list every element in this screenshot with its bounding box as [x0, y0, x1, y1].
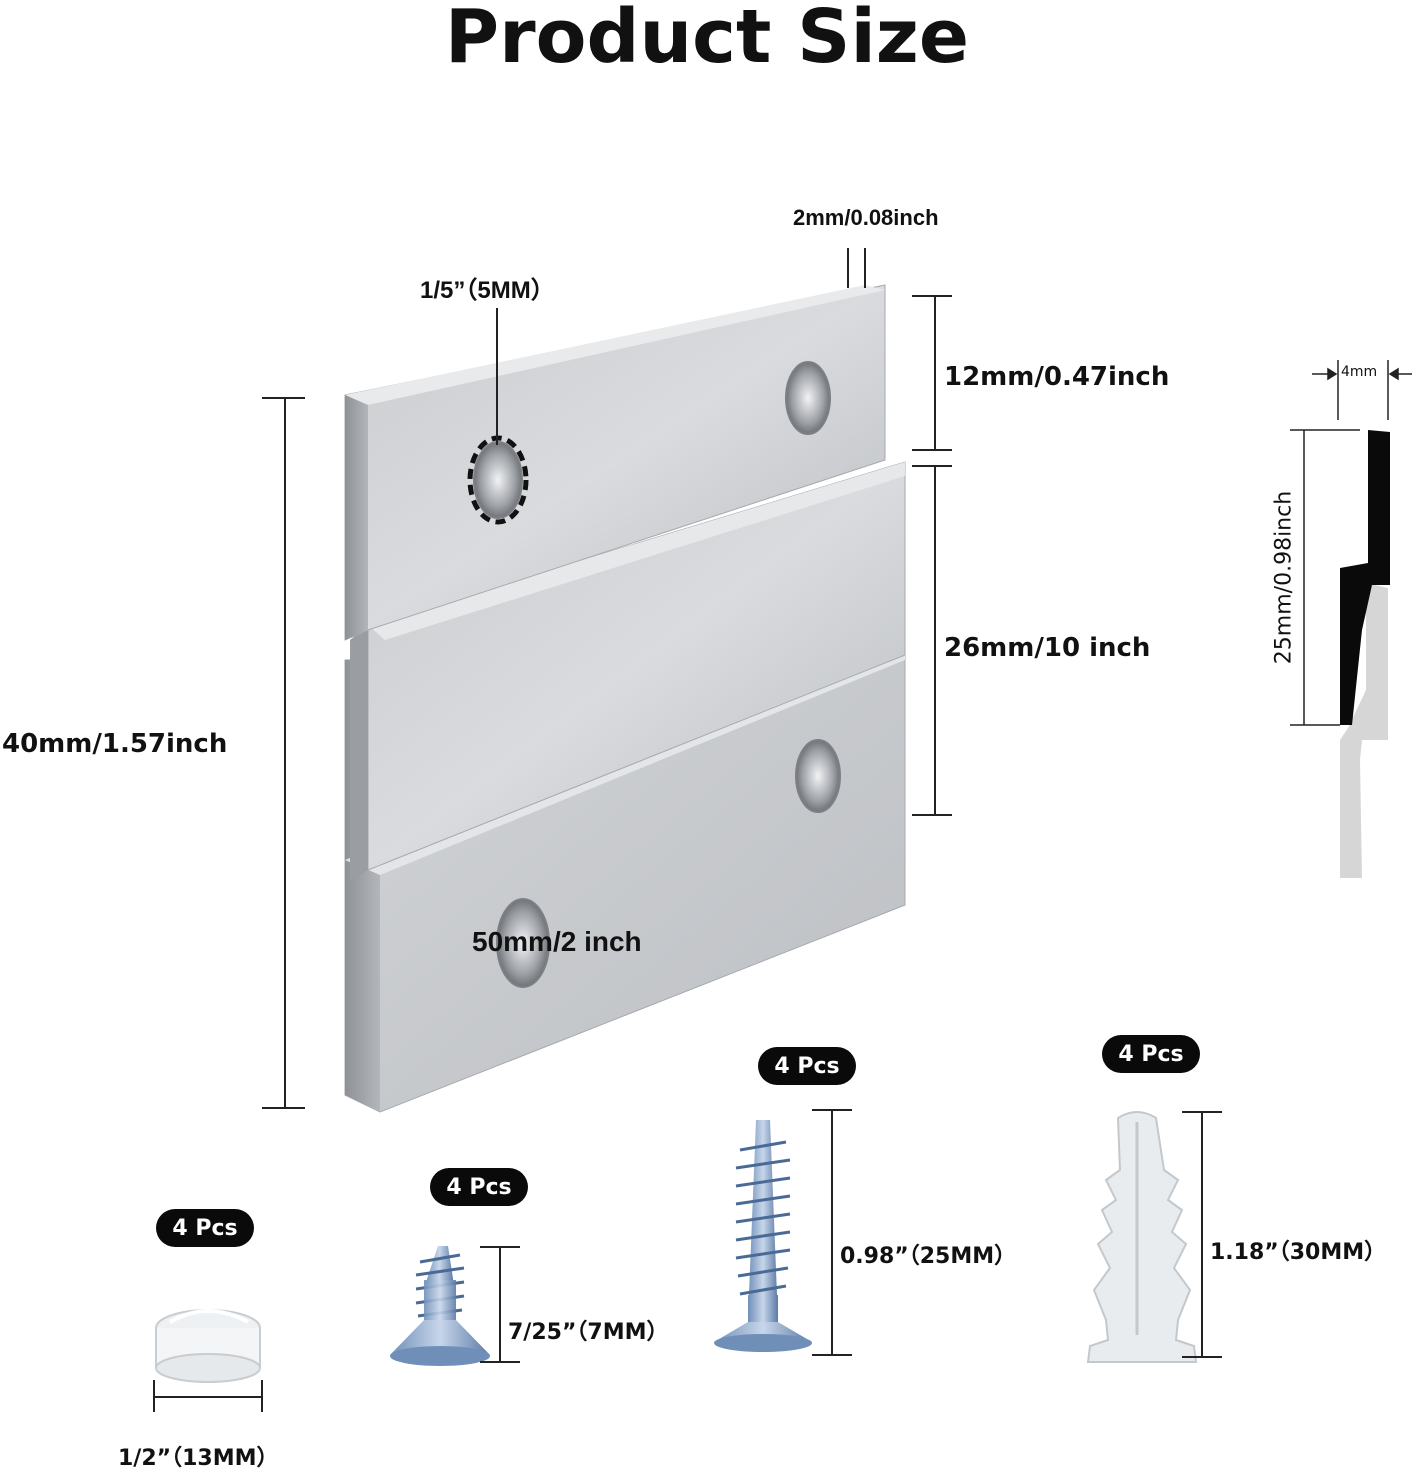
z-bracket — [344, 284, 906, 1113]
short-screw-size-label: 7/25”（7MM） — [508, 1320, 669, 1345]
bumper-size-label: 1/2”（13MM） — [118, 1446, 279, 1471]
profile-view — [1290, 360, 1412, 878]
bumper-dimension — [153, 1380, 263, 1412]
profile-height-label: 25mm/0.98inch — [1271, 490, 1297, 665]
hole-diameter-label: 1/5”（5MM） — [420, 277, 555, 304]
bracket-upper-top — [345, 285, 885, 405]
profile-gap-label: 4mm — [1341, 364, 1378, 380]
bracket-middle-side — [350, 625, 368, 880]
long-screw-qty-badge: 4 Pcs — [758, 1047, 856, 1085]
long-screw-dimension — [812, 1109, 852, 1356]
long-screw-image — [714, 1120, 812, 1352]
profile-gray-part — [1340, 583, 1388, 878]
middle-height-label: 26mm/10 inch — [944, 633, 1151, 663]
anchor-size-label: 1.18”（30MM） — [1210, 1240, 1387, 1265]
wall-anchor-dimension — [1182, 1111, 1222, 1358]
short-screw-image — [390, 1246, 490, 1366]
bracket-middle-top — [368, 462, 905, 640]
anchor-qty-badge: 4 Pcs — [1102, 1035, 1200, 1073]
bracket-hole-top-right — [785, 361, 831, 435]
bracket-hole-top-left — [473, 441, 523, 519]
bumper-qty-badge: 4 Pcs — [156, 1209, 254, 1247]
total-height-label: 40mm/1.57inch — [2, 729, 228, 759]
top-lip-height-label: 12mm/0.47inch — [944, 362, 1170, 392]
width-label: 50mm/2 inch — [472, 926, 642, 957]
dimension-lines — [262, 248, 952, 1109]
bracket-hole-bottom-right — [795, 739, 841, 813]
bracket-upper-edge — [345, 395, 368, 640]
page-title: Product Size — [444, 0, 970, 80]
profile-black-part — [1340, 430, 1390, 725]
bracket-hole-bottom-left — [496, 898, 550, 988]
rubber-bumper-image — [155, 1309, 261, 1383]
short-screw-qty-badge: 4 Pcs — [430, 1168, 528, 1206]
long-screw-size-label: 0.98”（25MM） — [840, 1244, 1017, 1269]
thickness-label: 2mm/0.08inch — [793, 205, 939, 230]
wall-anchor-image — [1086, 1111, 1198, 1363]
short-screw-dimension — [480, 1246, 520, 1363]
